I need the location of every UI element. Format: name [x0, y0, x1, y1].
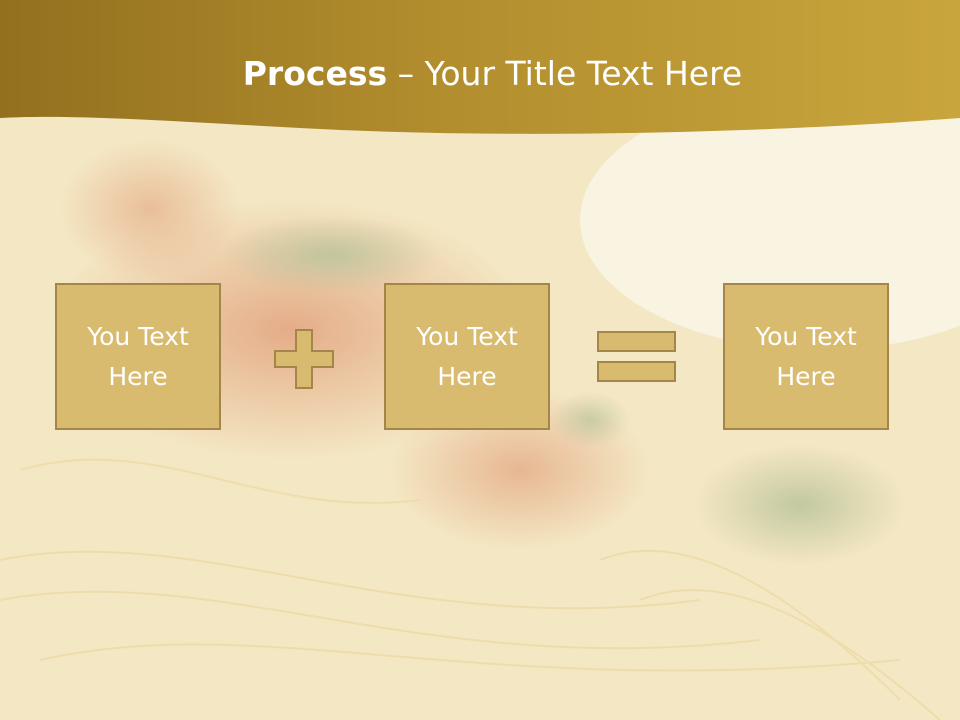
process-box-1-text: You Text Here — [87, 321, 189, 391]
equals-icon — [597, 331, 676, 382]
process-box-3: You Text Here — [723, 283, 889, 430]
process-box-1: You Text Here — [55, 283, 221, 430]
plus-icon — [274, 329, 334, 389]
process-box-2: You Text Here — [384, 283, 550, 430]
title-rest: – Your Title Text Here — [387, 54, 743, 93]
title-bold: Process — [242, 54, 388, 93]
process-box-2-text: You Text Here — [416, 321, 518, 391]
slide-title: Process – Your Title Text Here — [0, 52, 960, 96]
process-box-3-text: You Text Here — [755, 321, 857, 391]
